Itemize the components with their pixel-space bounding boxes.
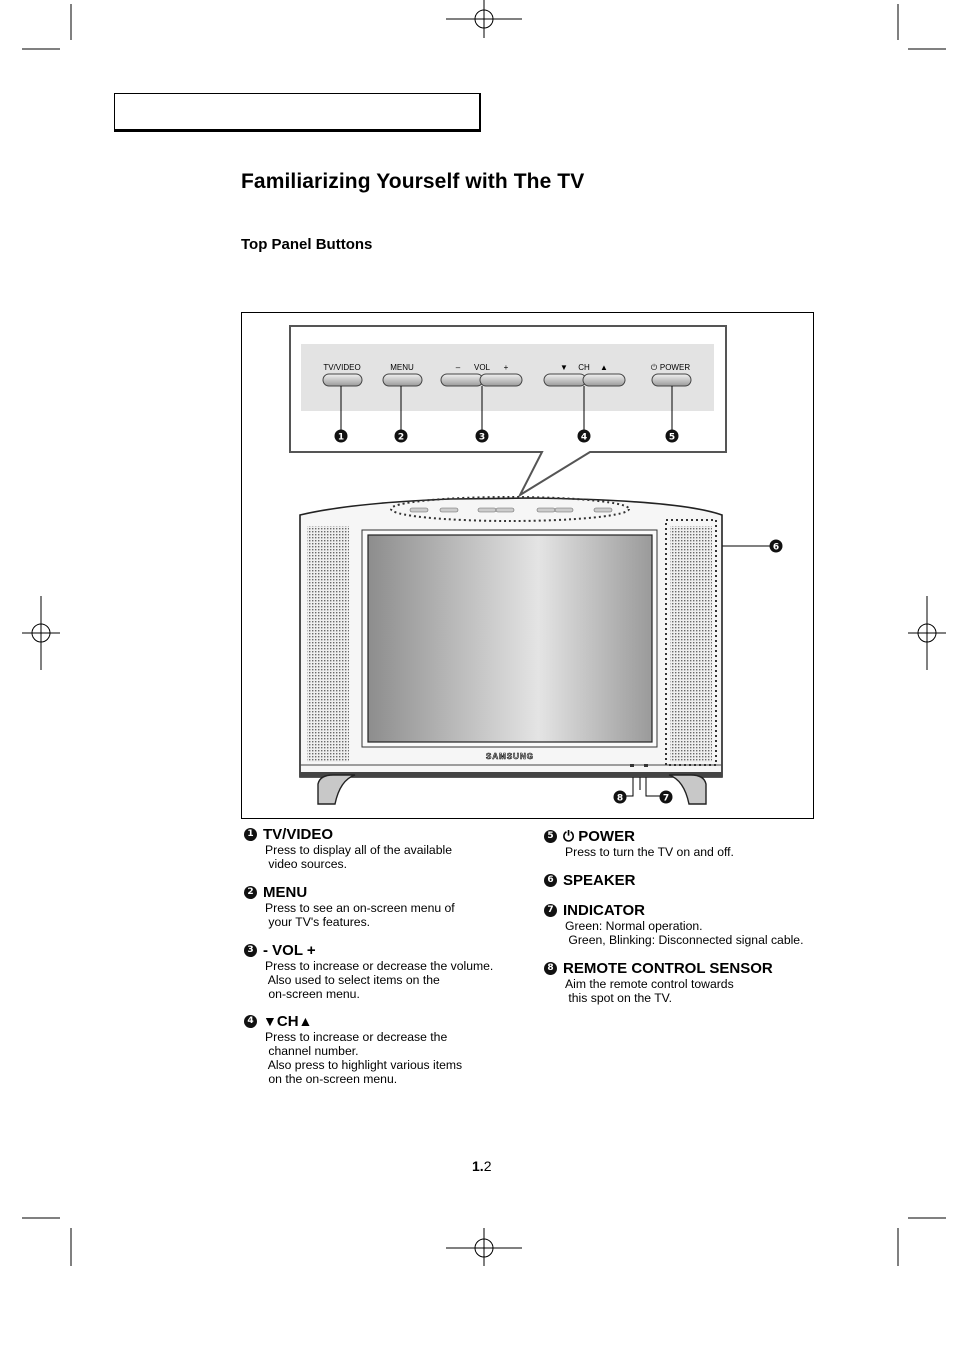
power-label: POWER — [578, 827, 635, 845]
number-badge: 2 — [244, 885, 257, 899]
speaker-highlight — [665, 519, 717, 766]
number-badge: 5 — [544, 829, 557, 843]
item-description: Aim the remote control towards this spot… — [565, 977, 734, 1005]
registration-mark — [446, 0, 522, 38]
callout-2: 2 — [394, 429, 408, 443]
page-number-minor: 2 — [483, 1158, 492, 1174]
label-ch-up: ▲ — [600, 363, 608, 372]
vol-down-button — [440, 373, 484, 387]
label-tv-video: TV/VIDEO — [323, 363, 360, 372]
item-power: 5 ⏻ POWER Press to turn the TV on and of… — [544, 827, 734, 859]
ch-label: CH — [276, 1012, 299, 1030]
ch-up-button — [582, 373, 626, 387]
number-badge: 7 — [544, 903, 557, 917]
remote-sensor — [630, 764, 634, 767]
item-description: Press to see an on-screen menu of your T… — [265, 901, 455, 929]
samsung-logo: SAMSUNG — [486, 752, 534, 761]
item-menu: 2 MENU Press to see an on-screen menu of … — [244, 883, 455, 929]
item-heading: ▼CH▲ — [263, 1013, 312, 1030]
callout-6: 6 — [769, 539, 783, 553]
ch-down-arrow-icon: ▼ — [263, 1012, 277, 1029]
top-panel-highlight — [390, 496, 630, 522]
number-badge: 4 — [244, 1014, 257, 1028]
item-speaker: 6 SPEAKER — [544, 871, 636, 889]
number-badge: 8 — [544, 961, 557, 975]
svg-text:3: 3 — [479, 433, 485, 443]
svg-text:2: 2 — [398, 433, 404, 443]
item-volume: 3 - VOL + Press to increase or decrease t… — [244, 941, 493, 1001]
svg-text:7: 7 — [663, 794, 669, 804]
item-heading: ⏻ POWER — [563, 828, 635, 845]
item-heading: TV/VIDEO — [263, 825, 334, 843]
label-vol-plus: + — [504, 363, 509, 372]
registration-mark — [446, 1228, 522, 1266]
callout-8: 8 — [613, 790, 627, 804]
number-badge: 3 — [244, 943, 257, 957]
header-box — [114, 93, 481, 132]
ch-down-button — [543, 373, 587, 387]
item-heading: MENU — [263, 883, 308, 901]
power-symbol-label: ⏻ — [651, 363, 658, 372]
callout-7: 7 — [659, 790, 673, 804]
indicator-light — [644, 764, 648, 767]
item-heading: INDICATOR — [563, 901, 645, 919]
label-vol: VOL — [474, 363, 491, 372]
item-heading: REMOTE CONTROL SENSOR — [563, 959, 773, 977]
item-heading: - VOL + — [263, 941, 316, 959]
number-badge: 1 — [244, 827, 257, 841]
number-badge: 6 — [544, 873, 557, 887]
left-foot — [317, 774, 356, 805]
svg-text:1: 1 — [338, 433, 344, 443]
label-vol-minus: – — [456, 363, 461, 372]
label-power: POWER — [660, 363, 690, 372]
svg-text:4: 4 — [581, 433, 587, 443]
item-description: Press to turn the TV on and off. — [565, 845, 734, 859]
item-remote-sensor: 8 REMOTE CONTROL SENSOR Aim the remote co… — [544, 959, 773, 1005]
label-menu: MENU — [390, 363, 414, 372]
svg-text:6: 6 — [773, 543, 779, 553]
item-description: Press to display all of the available vi… — [265, 843, 452, 871]
registration-mark — [908, 596, 946, 670]
item-heading: SPEAKER — [563, 871, 636, 889]
tv-diagram-frame — [241, 312, 814, 819]
registration-mark — [22, 596, 60, 670]
svg-text:5: 5 — [669, 433, 675, 443]
power-icon: ⏻ — [563, 828, 575, 845]
item-description: Green: Normal operation. Green, Blinking… — [565, 919, 804, 947]
page-number: 1.2 — [472, 1158, 491, 1174]
right-foot — [668, 774, 707, 805]
callout-5: 5 — [665, 429, 679, 443]
vol-up-button — [479, 373, 523, 387]
callout-4: 4 — [577, 429, 591, 443]
power-button — [651, 373, 692, 387]
right-speaker-grill — [670, 526, 712, 762]
label-ch: CH — [578, 363, 590, 372]
page-number-major: 1. — [472, 1158, 484, 1174]
label-ch-down: ▼ — [560, 363, 568, 372]
tv-video-button — [322, 373, 363, 387]
ch-up-arrow-icon: ▲ — [298, 1012, 313, 1029]
section-subtitle: Top Panel Buttons — [241, 236, 373, 253]
item-tv-video: 1 TV/VIDEO Press to display all of the av… — [244, 825, 452, 871]
item-channel: 4 ▼CH▲ Press to increase or decrease the… — [244, 1012, 462, 1086]
item-description: Press to increase or decrease the volume… — [265, 959, 494, 1001]
item-description: Press to increase or decrease the channe… — [265, 1030, 463, 1086]
menu-button — [382, 373, 423, 387]
callout-3: 3 — [475, 429, 489, 443]
page-title: Familiarizing Yourself with The TV — [241, 170, 585, 193]
left-speaker-grill — [307, 526, 349, 762]
item-indicator: 7 INDICATOR Green: Normal operation. Gree… — [544, 901, 803, 947]
tv-screen — [367, 534, 653, 743]
callout-1: 1 — [334, 429, 348, 443]
svg-text:8: 8 — [617, 794, 623, 804]
